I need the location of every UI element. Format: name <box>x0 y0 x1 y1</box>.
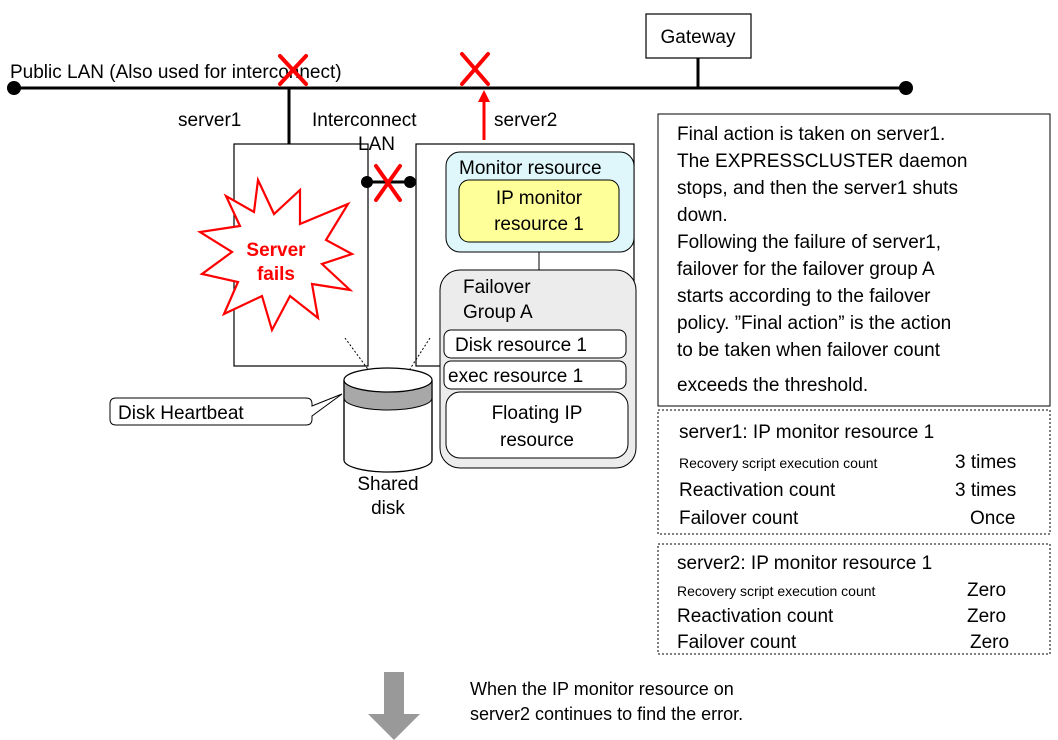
shared-disk-label-line2: disk <box>371 498 405 519</box>
note-line: to be taken when failover count <box>677 340 941 361</box>
final-action-note-text: Final action is taken on server1. The EX… <box>677 124 967 396</box>
gateway-box <box>645 13 752 59</box>
disk-link-server2 <box>407 337 431 373</box>
disk-resource-box <box>443 329 627 359</box>
ip-monitor-line2: resource 1 <box>494 214 584 235</box>
interconnect-left-node <box>361 176 373 188</box>
server1-failover-value: Once <box>970 508 1015 529</box>
shared-disk-top <box>343 367 433 393</box>
server2-recovery-value: Zero <box>967 580 1006 601</box>
note-line: stops, and then the server1 shuts <box>677 178 958 199</box>
disk-heartbeat-label: Disk Heartbeat <box>118 403 244 424</box>
server-fails-line1: Server <box>246 240 306 261</box>
failover-group-title-line1: Failover <box>463 277 531 298</box>
server2-failover-label: Failover count <box>677 632 797 653</box>
server-fails-burst <box>196 176 355 333</box>
note-line: exceeds the threshold. <box>677 375 868 396</box>
floating-ip-line2: resource <box>500 430 574 451</box>
server1-counts-title: server1: IP monitor resource 1 <box>679 422 934 443</box>
shared-disk-band-bottom <box>343 397 433 411</box>
server2-failover-value: Zero <box>970 632 1009 653</box>
note-line: failover for the failover group A <box>677 259 935 280</box>
disk-link-server1 <box>344 337 371 373</box>
server-fails-line2: fails <box>257 264 295 285</box>
server1-reactivation-label: Reactivation count <box>679 480 836 501</box>
exec-resource-box <box>443 360 627 390</box>
monitor-resource-label: Monitor resource <box>459 158 602 179</box>
shared-disk-label-line1: Shared <box>357 474 418 495</box>
lan-failure-mark-2 <box>460 52 490 86</box>
server2-recovery-label: Recovery script execution count <box>677 583 876 599</box>
floating-ip-resource-box <box>445 391 629 459</box>
server1-counts-box <box>657 409 1051 535</box>
ip-monitor-line1: IP monitor <box>496 188 583 209</box>
public-lan-label: Public LAN (Also used for interconnect) <box>10 62 342 83</box>
down-arrow-shaft <box>384 672 404 716</box>
bottom-note-line1: When the IP monitor resource on <box>470 679 734 699</box>
server1-label: server1 <box>178 110 241 131</box>
note-line: The EXPRESSCLUSTER daemon <box>677 151 967 172</box>
lan-failure-mark-1 <box>278 54 308 86</box>
ip-monitor-resource-box <box>458 179 620 243</box>
floating-ip-line1: Floating IP <box>492 403 583 424</box>
disk-heartbeat-callout <box>109 393 343 426</box>
final-action-note-box <box>657 113 1051 407</box>
server2-link-arrowhead <box>478 90 490 102</box>
server1-reactivation-value: 3 times <box>955 480 1016 501</box>
note-line: Following the failure of server1, <box>677 232 941 253</box>
public-lan-left-node <box>7 81 21 95</box>
down-arrow-head <box>368 714 420 740</box>
server2-reactivation-label: Reactivation count <box>677 606 834 627</box>
interconnect-right-node <box>404 176 416 188</box>
public-lan-right-node <box>899 81 913 95</box>
server2-counts-box <box>657 543 1051 655</box>
server2-reactivation-value: Zero <box>967 606 1006 627</box>
server1-failover-label: Failover count <box>679 508 799 529</box>
disk-resource-label: Disk resource 1 <box>455 335 587 356</box>
bottom-note-line2: server2 continues to find the error. <box>470 704 743 724</box>
server2-counts-title: server2: IP monitor resource 1 <box>677 553 932 574</box>
interconnect-label-line2: LAN <box>358 134 395 155</box>
interconnect-failure-mark <box>374 164 402 202</box>
interconnect-label-line1: Interconnect <box>312 110 417 131</box>
server1-recovery-value: 3 times <box>955 452 1016 473</box>
exec-resource-label: exec resource 1 <box>448 366 583 387</box>
note-line: policy. ”Final action” is the action <box>677 313 951 334</box>
note-line: starts according to the failover <box>677 286 931 307</box>
gateway-label: Gateway <box>661 27 736 48</box>
note-line: down. <box>677 205 728 226</box>
server2-label: server2 <box>494 110 557 131</box>
failover-group-title-line2: Group A <box>463 302 533 323</box>
note-line: Final action is taken on server1. <box>677 124 945 145</box>
server1-recovery-label: Recovery script execution count <box>679 455 878 471</box>
